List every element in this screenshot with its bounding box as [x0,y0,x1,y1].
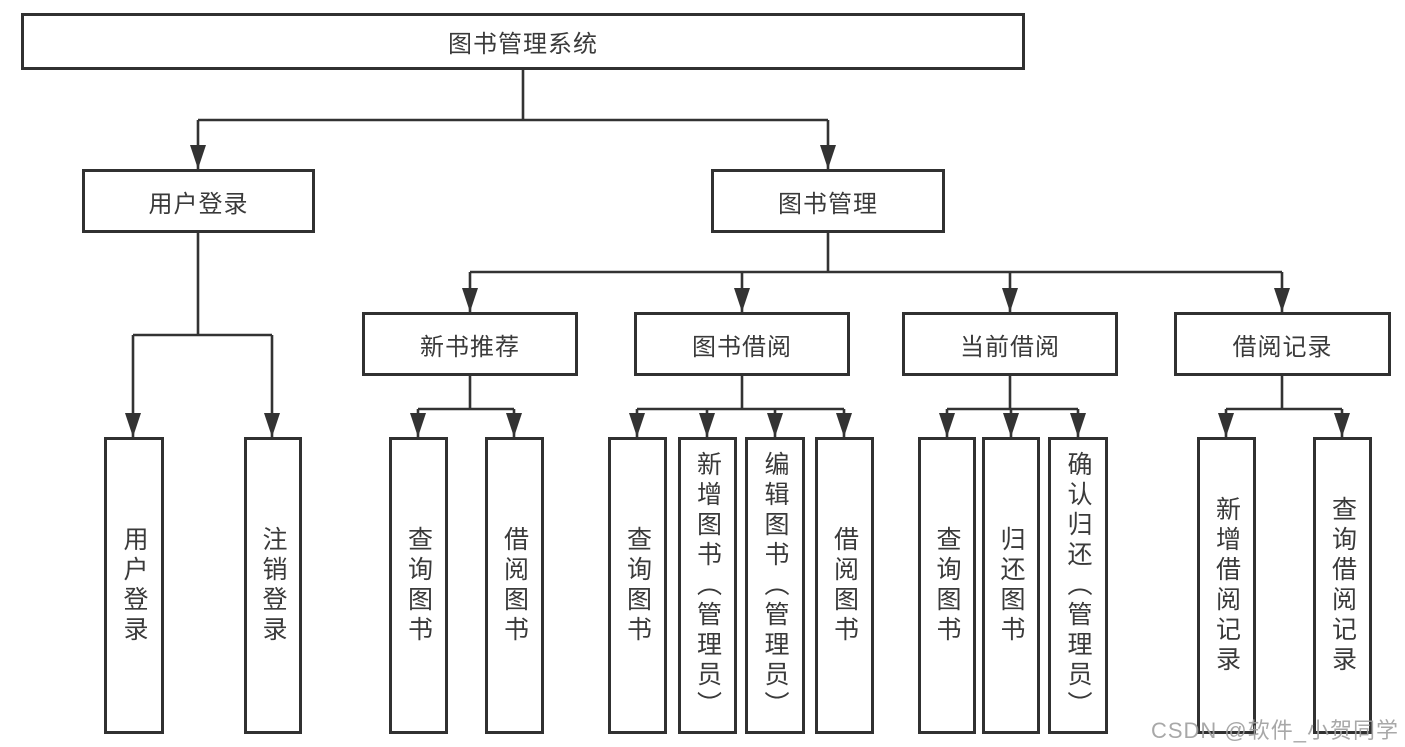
node-root-label: 图书管理系统 [448,31,598,58]
leaf-edit-book-admin: 编辑图书（管理员） [745,437,805,734]
node-new-book-recommend: 新书推荐 [362,312,578,376]
node-borrow-record: 借阅记录 [1174,312,1391,376]
leaf-query-borrow-record-label: 查询借阅记录 [1328,495,1357,676]
leaf-borrow-book-recommend: 借阅图书 [485,437,544,734]
leaf-confirm-return-admin: 确认归还（管理员） [1048,437,1108,734]
node-current-borrow: 当前借阅 [902,312,1118,376]
leaf-query-book-recommend-label: 查询图书 [404,525,433,646]
leaf-return-book: 归还图书 [982,437,1040,734]
node-user-login-label: 用户登录 [148,190,249,218]
node-borrow-record-label: 借阅记录 [1232,333,1333,361]
node-new-book-recommend-label: 新书推荐 [420,333,520,361]
watermark: CSDN @软件_小贺同学 [1150,718,1399,743]
leaf-borrow-book-label: 借阅图书 [830,525,859,646]
node-book-borrow: 图书借阅 [634,312,850,376]
leaf-user-login: 用户登录 [104,437,164,734]
leaf-query-book-recommend: 查询图书 [389,437,448,734]
leaf-confirm-return-admin-label: 确认归还（管理员） [1064,450,1092,721]
node-book-management: 图书管理 [711,169,945,233]
leaf-logout-label: 注销登录 [259,525,287,646]
leaf-borrow-book: 借阅图书 [815,437,874,734]
leaf-logout: 注销登录 [244,437,302,734]
node-user-login: 用户登录 [82,169,315,233]
leaf-add-book-admin: 新增图书（管理员） [678,437,737,734]
leaf-query-book-borrow-label: 查询图书 [623,525,652,646]
leaf-query-book-current-label: 查询图书 [933,525,961,646]
leaf-edit-book-admin-label: 编辑图书（管理员） [761,450,789,721]
leaf-add-book-admin-label: 新增图书（管理员） [693,450,722,721]
leaf-add-borrow-record: 新增借阅记录 [1197,437,1256,734]
leaf-return-book-label: 归还图书 [997,525,1025,646]
node-root: 图书管理系统 [21,13,1025,70]
leaf-query-borrow-record: 查询借阅记录 [1313,437,1372,734]
node-current-borrow-label: 当前借阅 [960,333,1060,361]
leaf-query-book-borrow: 查询图书 [608,437,667,734]
leaf-query-book-current: 查询图书 [918,437,976,734]
leaf-user-login-label: 用户登录 [120,525,148,646]
leaf-borrow-book-recommend-label: 借阅图书 [500,525,529,646]
leaf-add-borrow-record-label: 新增借阅记录 [1212,495,1241,676]
node-book-management-label: 图书管理 [778,190,878,218]
node-book-borrow-label: 图书借阅 [692,333,792,361]
